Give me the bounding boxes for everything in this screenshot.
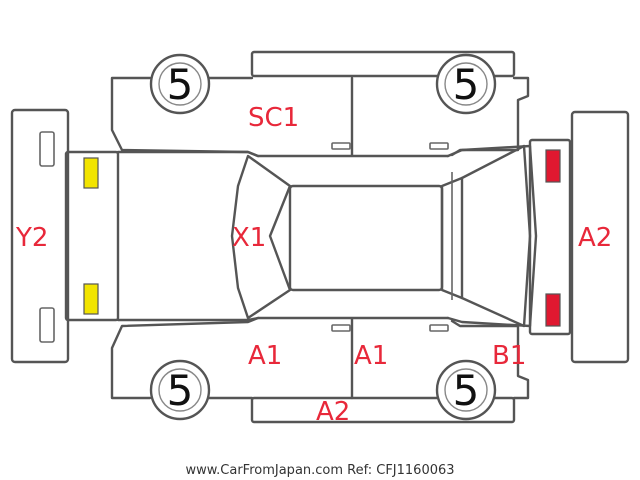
damage-code-right-sill: A2 xyxy=(316,397,350,427)
damage-code-right-rear-fender: B1 xyxy=(492,341,526,371)
damage-code-right-front-door: A1 xyxy=(248,341,282,371)
tire-condition-front-left: 5 xyxy=(167,60,194,109)
rear-lamps xyxy=(528,138,572,336)
tire-rear-right: 5 xyxy=(435,359,497,421)
front-lamp-upper xyxy=(83,157,99,189)
damage-code-front-bumper: Y2 xyxy=(15,223,48,253)
right-side-body xyxy=(110,316,530,424)
reference-footer: www.CarFromJapan.com Ref: CFJ1160063 xyxy=(185,463,454,478)
left-side-body xyxy=(110,50,530,158)
damage-code-hood: X1 xyxy=(232,223,266,253)
front-lamp-lower xyxy=(83,283,99,315)
tire-condition-front-right: 5 xyxy=(167,366,194,415)
tire-rear-left: 5 xyxy=(435,53,497,115)
tire-condition-rear-right: 5 xyxy=(453,366,480,415)
damage-code-right-rear-door: A1 xyxy=(354,341,388,371)
front-lamps xyxy=(83,157,99,315)
tire-condition-rear-left: 5 xyxy=(453,60,480,109)
damage-code-rear-bumper: A2 xyxy=(578,223,612,253)
rear-lamp-upper xyxy=(545,149,561,183)
damage-code-left-side: SC1 xyxy=(248,103,299,133)
rear-bumper xyxy=(570,110,630,364)
car-body-top-view xyxy=(64,144,538,328)
tire-front-left: 5 xyxy=(149,53,211,115)
front-bumper xyxy=(10,108,70,364)
tire-front-right: 5 xyxy=(149,359,211,421)
rear-lamp-lower xyxy=(545,293,561,327)
